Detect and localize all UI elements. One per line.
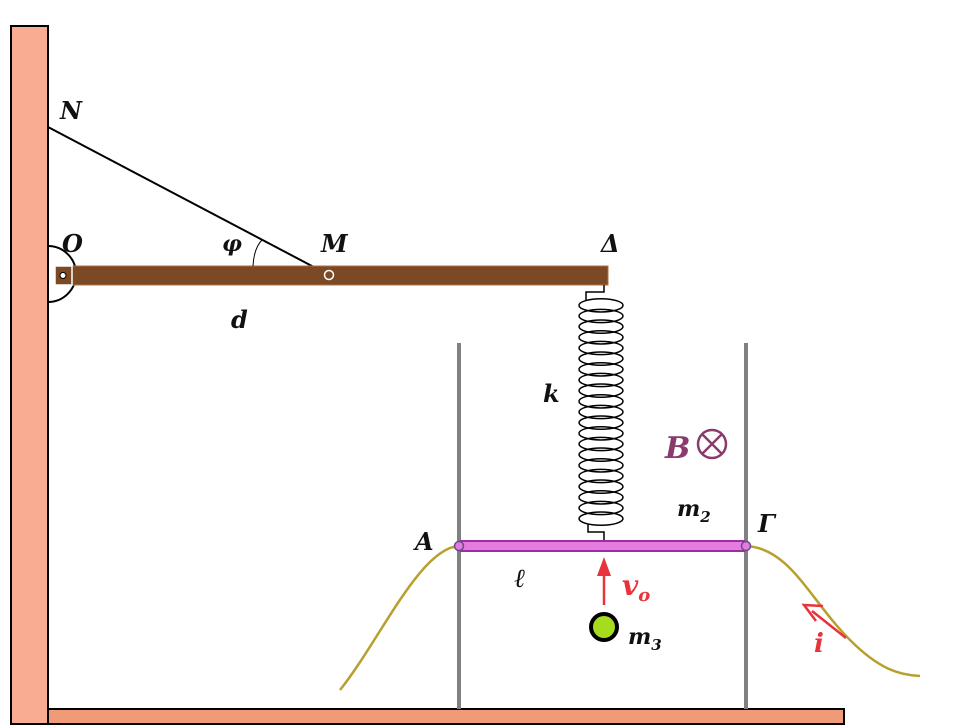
spring-coil	[578, 329, 624, 345]
spring-coil	[578, 372, 624, 388]
wall	[10, 25, 49, 725]
spring-coil	[578, 447, 624, 463]
spring-coil	[578, 511, 624, 527]
point-M	[323, 269, 335, 281]
string-NM	[47, 126, 330, 276]
label-O: O	[62, 229, 83, 258]
current-arrow	[811, 610, 847, 639]
spring-coil	[578, 393, 624, 409]
spring	[578, 285, 624, 541]
label-k: k	[543, 379, 560, 408]
label-ell: ℓ	[514, 564, 525, 594]
label-N: N	[59, 96, 83, 125]
ball-m3	[589, 612, 619, 642]
label-M: M	[320, 229, 349, 258]
label-d: d	[231, 305, 248, 334]
label-A: A	[413, 527, 434, 556]
floor	[47, 708, 845, 725]
label-phi: φ	[222, 231, 242, 257]
spring-coil	[578, 425, 624, 441]
bar-A-gamma	[460, 540, 745, 552]
label-v-subscript: o	[638, 585, 650, 606]
spring-coil	[578, 500, 624, 516]
spring-coil	[578, 404, 624, 420]
label-m2: m2	[677, 496, 711, 526]
label-gamma: Γ	[757, 509, 777, 538]
label-m3-subscript: 3	[651, 636, 661, 654]
angle-phi-arc	[252, 239, 263, 267]
current-arrowhead	[801, 603, 824, 622]
label-delta: Δ	[600, 229, 620, 258]
velocity-arrowhead	[597, 557, 611, 576]
spring-coil	[578, 415, 624, 431]
spring-coil	[578, 468, 624, 484]
cross-in-circle-icon	[696, 428, 728, 460]
label-m2-subscript: 2	[699, 508, 710, 526]
spring-coil	[578, 383, 624, 399]
spring-coil	[578, 489, 624, 505]
spring-coil	[578, 319, 624, 335]
contact-A	[453, 540, 465, 552]
label-m3: m3	[628, 624, 662, 654]
wire-left	[339, 544, 460, 691]
spring-coil	[578, 479, 624, 495]
spring-coil	[578, 297, 624, 313]
wire-right	[745, 544, 921, 678]
spring-coil	[578, 457, 624, 473]
spring-bottom-hook	[587, 524, 605, 541]
contact-gamma	[740, 540, 752, 552]
spring-coil	[578, 351, 624, 367]
pivot-pin	[59, 272, 67, 279]
spring-top-hook	[585, 285, 605, 300]
spring-coil	[578, 361, 624, 377]
label-i: i	[814, 629, 824, 659]
spring-coil	[578, 308, 624, 324]
spring-coil	[578, 340, 624, 356]
label-v: vo	[622, 569, 650, 606]
label-B: B	[664, 431, 690, 466]
spring-coil	[578, 436, 624, 452]
